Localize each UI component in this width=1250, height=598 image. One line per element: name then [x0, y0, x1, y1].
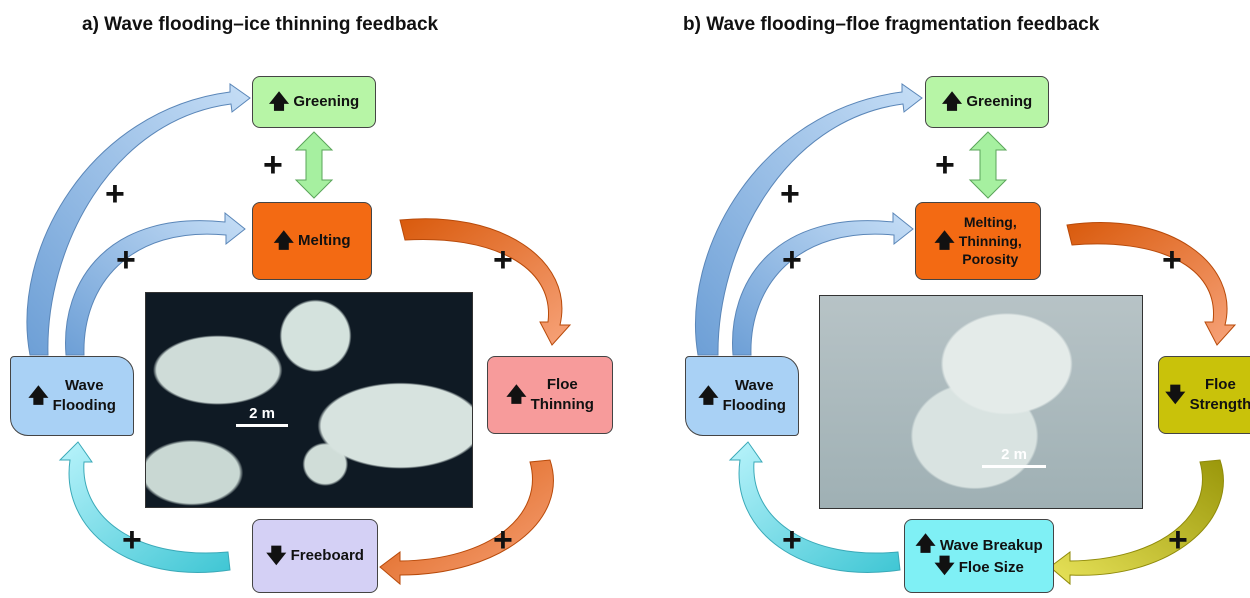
up-arrow-icon: 🡅 [268, 91, 290, 113]
arrow-wave-to-greening [26, 83, 251, 356]
panel-b-title: b) Wave flooding–floe fragmentation feed… [683, 14, 1100, 35]
melting-label: Melting [298, 231, 351, 249]
up-arrow-icon: 🡅 [273, 230, 295, 252]
arrow-wave-to-greening [694, 83, 923, 356]
freeboard-box: 🡇Freeboard [252, 519, 378, 593]
sea-ice-photo-a: 2 m [145, 292, 473, 508]
floe-size-label: Floe Size [958, 559, 1024, 576]
plus-sign: + [782, 521, 802, 559]
arrow-greening-melting [968, 131, 1008, 199]
plus-sign: + [493, 241, 513, 279]
arrow-freeboard-to-wave [58, 441, 231, 573]
wave-breakup-row: 🡅Wave Breakup [915, 534, 1042, 556]
arrow-breakup-to-wave [728, 441, 901, 573]
down-arrow-icon: 🡇 [266, 545, 287, 567]
up-arrow-icon: 🡅 [28, 385, 49, 407]
scale-bar: 2 m [236, 405, 288, 427]
scale-label: 2 m [249, 405, 275, 422]
panel-a-arrows [26, 83, 572, 586]
arrow-melting-to-strength [1066, 222, 1237, 346]
plus-sign: + [105, 175, 125, 213]
plus-sign: + [1168, 521, 1188, 559]
plus-sign: + [122, 521, 142, 559]
up-arrow-icon: 🡅 [506, 384, 527, 406]
sea-ice-photo-b: 2 m [819, 295, 1143, 509]
arrow-wave-to-melting [65, 211, 246, 356]
greening-box: 🡅Greening [925, 76, 1049, 128]
up-arrow-icon: 🡅 [915, 532, 936, 555]
plus-sign: + [493, 521, 513, 559]
up-arrow-icon: 🡅 [698, 385, 719, 407]
up-arrow-icon: 🡅 [934, 230, 955, 252]
arrow-greening-melting [294, 131, 334, 199]
freeboard-label: Freeboard [290, 546, 364, 564]
arrow-thinning-to-freeboard [379, 459, 554, 586]
melting-box: 🡅Melting [252, 202, 372, 280]
arrow-melting-to-thinning [399, 218, 572, 346]
panel-a-title: a) Wave flooding–ice thinning feedback [82, 14, 439, 35]
scale-label: 2 m [1001, 446, 1027, 463]
down-arrow-icon: 🡇 [934, 555, 955, 577]
greening-box: 🡅Greening [252, 76, 376, 128]
floe-size-row: 🡇Floe Size [934, 556, 1024, 578]
greening-label: Greening [293, 92, 360, 110]
plus-sign: + [263, 146, 283, 184]
panel-b: + + + + + + 🡅Greening 🡅 Melting,Thinning… [625, 0, 1250, 598]
up-arrow-icon: 🡅 [941, 91, 963, 113]
wave-breakup-box: 🡅Wave Breakup 🡇Floe Size [904, 519, 1054, 593]
melting-label: Melting,Thinning,Porosity [958, 213, 1022, 268]
plus-sign: + [116, 241, 136, 279]
plus-sign: + [782, 241, 802, 279]
plus-sign: + [1162, 241, 1182, 279]
panel-b-arrows [694, 83, 1237, 586]
wave-breakup-label: Wave Breakup [939, 536, 1043, 554]
plus-sign: + [780, 175, 800, 213]
greening-label: Greening [966, 92, 1033, 110]
arrow-wave-to-melting [732, 211, 914, 356]
melting-box: 🡅 Melting,Thinning,Porosity [915, 202, 1041, 280]
down-arrow-icon: 🡇 [1165, 384, 1186, 406]
scale-bar: 2 m [982, 446, 1046, 468]
plus-sign: + [935, 146, 955, 184]
